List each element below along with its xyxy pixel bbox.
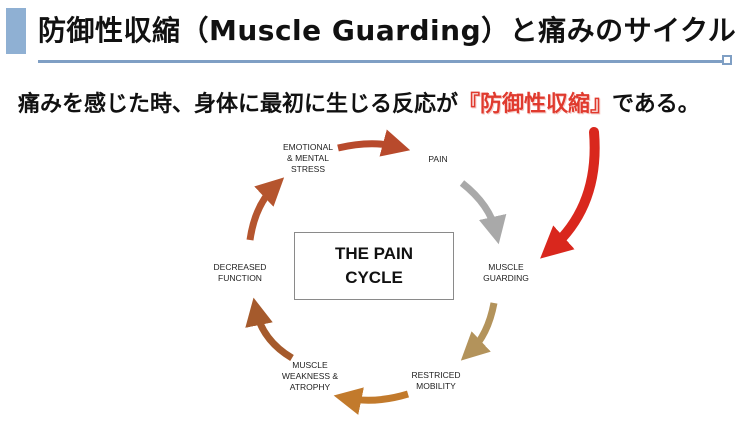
title-underline [38, 60, 724, 63]
node-guarding-line1: MUSCLE [488, 262, 524, 272]
node-restricted-mobility: RESTRICED MOBILITY [404, 370, 468, 392]
subtitle-highlight: 『防御性収縮』 [458, 92, 613, 117]
arrow-stress-to-pain [337, 129, 411, 157]
center-title-line2: CYCLE [345, 268, 403, 287]
node-restricted-line1: RESTRICED [411, 370, 461, 380]
center-title-box: THE PAIN CYCLE [294, 232, 454, 300]
node-emotional-stress: EMOTIONAL & MENTAL STRESS [276, 142, 340, 175]
node-muscle-guarding: MUSCLE GUARDING [474, 262, 538, 284]
node-decreased-line1: DECREASED [213, 262, 267, 272]
arrow-guarding-to-mobility [460, 302, 498, 361]
subtitle-text-end: である。 [612, 92, 700, 117]
node-pain-line1: PAIN [428, 154, 448, 164]
node-emotional-line1: EMOTIONAL [282, 142, 334, 152]
center-title-line1: THE PAIN [334, 244, 414, 263]
underline-end-cap [722, 55, 732, 65]
node-restricted-line2: MOBILITY [416, 381, 456, 391]
node-decreased-function: DECREASED FUNCTION [208, 262, 272, 284]
node-decreased-line2: FUNCTION [218, 273, 262, 283]
page-title: 防御性収縮（Muscle Guarding）と痛みのサイクル [38, 14, 737, 47]
red-pointer-arrow [540, 127, 600, 259]
node-guarding-line2: GUARDING [483, 273, 529, 283]
arrow-function-to-stress [246, 177, 285, 241]
node-weakness-line1: MUSCLE [292, 360, 328, 370]
arrow-mobility-to-weakness [333, 387, 410, 415]
node-emotional-line2: & MENTAL [287, 153, 329, 163]
arrow-pain-to-guarding [459, 180, 507, 245]
subtitle: 痛みを感じた時、身体に最初に生じる反応が『防御性収縮』である。 [18, 86, 700, 118]
node-emotional-line3: STRESS [290, 164, 325, 174]
node-muscle-weakness: MUSCLE WEAKNESS & ATROPHY [278, 360, 342, 393]
node-weakness-line2: WEAKNESS & [281, 371, 339, 381]
arrow-weakness-to-function [245, 297, 294, 362]
subtitle-text: 痛みを感じた時、身体に最初に生じる反応が [18, 92, 459, 117]
title-accent-bar [6, 8, 26, 54]
node-weakness-line3: ATROPHY [289, 382, 331, 392]
node-pain: PAIN [420, 154, 456, 165]
